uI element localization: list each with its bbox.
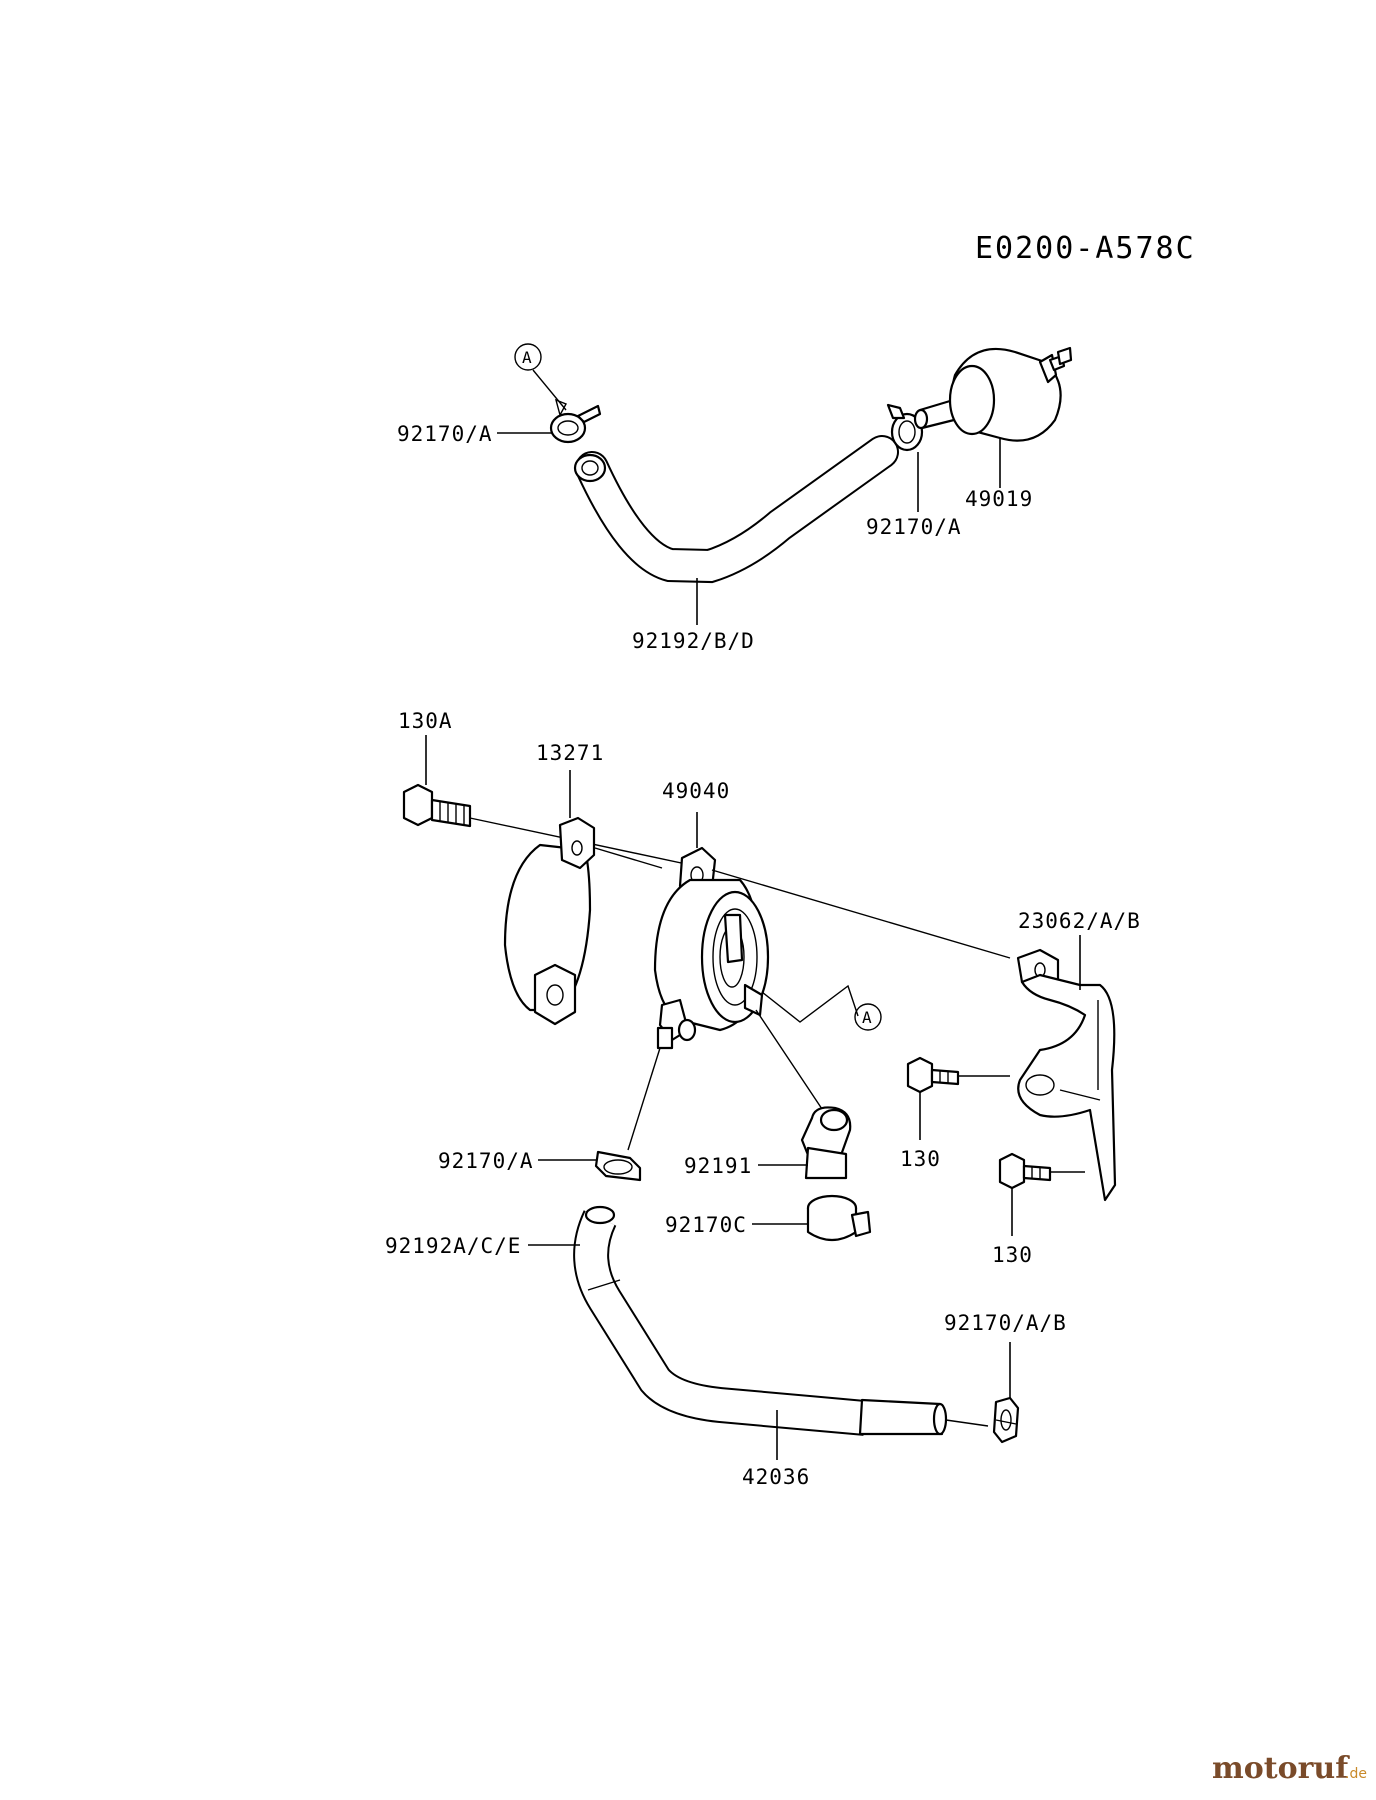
ref-marker-pump-letter: A xyxy=(862,1008,872,1027)
label-clamp-top-right: 92170/A xyxy=(866,515,962,539)
label-clamp-bottom: 92170/A/B xyxy=(944,1311,1067,1335)
fuel-hose-lower xyxy=(573,1205,948,1436)
label-bolt-130a: 130A xyxy=(398,709,453,733)
fitting-92191 xyxy=(800,1106,852,1180)
watermark-brand: motoruf xyxy=(1212,1751,1350,1786)
label-bracket-23062: 23062/A/B xyxy=(1018,909,1141,933)
watermark-logo: motoruf .de xyxy=(1212,1751,1367,1786)
bolt-130a xyxy=(402,783,472,828)
fuel-pump xyxy=(653,846,770,1050)
label-clamp-92170c: 92170C xyxy=(665,1213,747,1237)
fuel-filter xyxy=(913,346,1073,442)
fuel-hose-top xyxy=(573,435,899,584)
hose-clamp-92170c xyxy=(806,1194,872,1242)
label-fitting-92191: 92191 xyxy=(684,1154,752,1178)
ref-marker-top-letter: A xyxy=(522,348,532,367)
bolt-130-lower xyxy=(998,1152,1052,1190)
ref-marker-top: A xyxy=(514,343,542,371)
bracket-13271 xyxy=(503,816,596,1026)
watermark-suffix: .de xyxy=(1345,1766,1367,1782)
hose-clamp-top-left xyxy=(549,398,602,444)
label-fuel-filter: 49019 xyxy=(965,487,1033,511)
label-hose-mid: 92192A/C/E xyxy=(385,1234,521,1258)
diagram-code: E0200-A578C xyxy=(975,231,1196,266)
label-hose-42036: 42036 xyxy=(742,1465,810,1489)
hose-clamp-mid xyxy=(594,1150,642,1182)
label-hose-top: 92192/B/D xyxy=(632,629,755,653)
hose-clamp-bottom xyxy=(992,1396,1020,1444)
bracket-23062 xyxy=(1016,948,1117,1202)
ref-marker-pump: A xyxy=(854,1003,882,1031)
label-clamp-top-left: 92170/A xyxy=(397,422,493,446)
label-bolt-130-upper: 130 xyxy=(900,1147,941,1171)
label-clamp-mid: 92170/A xyxy=(438,1149,534,1173)
label-bolt-130-lower: 130 xyxy=(992,1243,1033,1267)
bolt-130-upper xyxy=(906,1056,960,1094)
label-bracket-13271: 13271 xyxy=(536,741,604,765)
label-fuel-pump: 49040 xyxy=(662,779,730,803)
